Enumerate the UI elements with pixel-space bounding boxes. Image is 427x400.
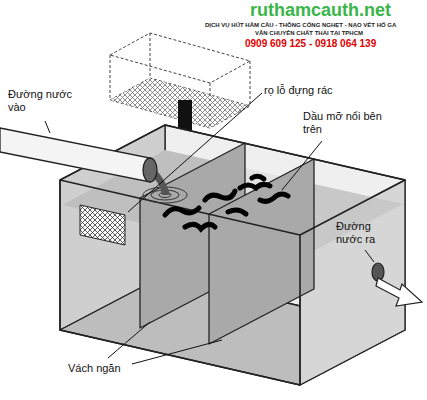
illustration-part: [365, 250, 374, 262]
illustration-part: [45, 121, 50, 133]
watermark-services: DỊCH VỤ HÚT HẦM CẦU - THÔNG CỐNG NGHẸT -…: [205, 22, 396, 29]
illustration-part: [240, 184, 270, 188]
inlet-pipe: [0, 128, 157, 182]
basket-label: rọ lỗ đựng rác: [264, 84, 333, 97]
outlet-label: Đường nước ra: [336, 220, 398, 246]
oil-blobs: [165, 176, 288, 229]
illustration-part: [60, 180, 300, 385]
inlet-label: Đường nước vào: [8, 88, 76, 114]
illustration-part: [110, 33, 250, 83]
illustration-part: [185, 224, 215, 229]
illustration-part: [165, 208, 199, 215]
illustration-part: [209, 159, 314, 344]
outlet-pipe: [372, 263, 422, 306]
oil-label: Dầu mỡ nổi bên trên: [303, 110, 387, 136]
illustration-part: [228, 210, 246, 214]
illustration-part: [108, 322, 150, 358]
leader-lines: [45, 93, 374, 364]
illustration-part: [205, 191, 235, 200]
illustration-part: [260, 194, 288, 201]
illustration-part: [282, 141, 322, 190]
debris-basket: [80, 205, 125, 245]
watermark-region: VẬN CHUYỂN CHẤT THẢI TẠI TPHCM: [255, 30, 363, 37]
illustration-part: [252, 176, 264, 179]
watermark-brand: ruthamcauth.net: [250, 0, 391, 22]
illustration-part: [0, 128, 150, 182]
illustration-part: [143, 158, 157, 182]
watermark-phone: 0909 609 125 - 0918 064 139: [245, 38, 376, 50]
illustration-part: [128, 93, 262, 212]
illustration-part: [376, 278, 422, 306]
illustration-part: [132, 340, 222, 364]
baffle-label: Vách ngăn: [68, 362, 121, 375]
